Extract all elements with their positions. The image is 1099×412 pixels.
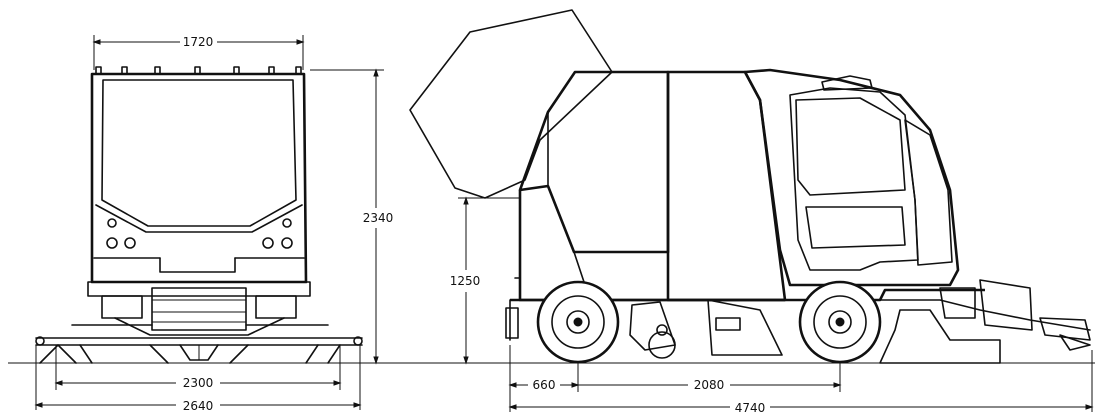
dim-front-overhang: 660 bbox=[533, 378, 556, 392]
dim-hopper-height: 1250 bbox=[450, 274, 481, 288]
front-view: 1720 bbox=[34, 35, 394, 412]
side-view: 1250 660 2080 4740 bbox=[409, 9, 1094, 412]
dim-front-overall-width: 2640 bbox=[183, 399, 214, 412]
dim-front-width-top: 1720 bbox=[183, 35, 214, 49]
dim-wheelbase: 2080 bbox=[694, 378, 725, 392]
dim-overall-length: 4740 bbox=[735, 401, 766, 412]
dim-front-track: 2300 bbox=[183, 376, 214, 390]
dim-front-height: 2340 bbox=[363, 211, 394, 225]
